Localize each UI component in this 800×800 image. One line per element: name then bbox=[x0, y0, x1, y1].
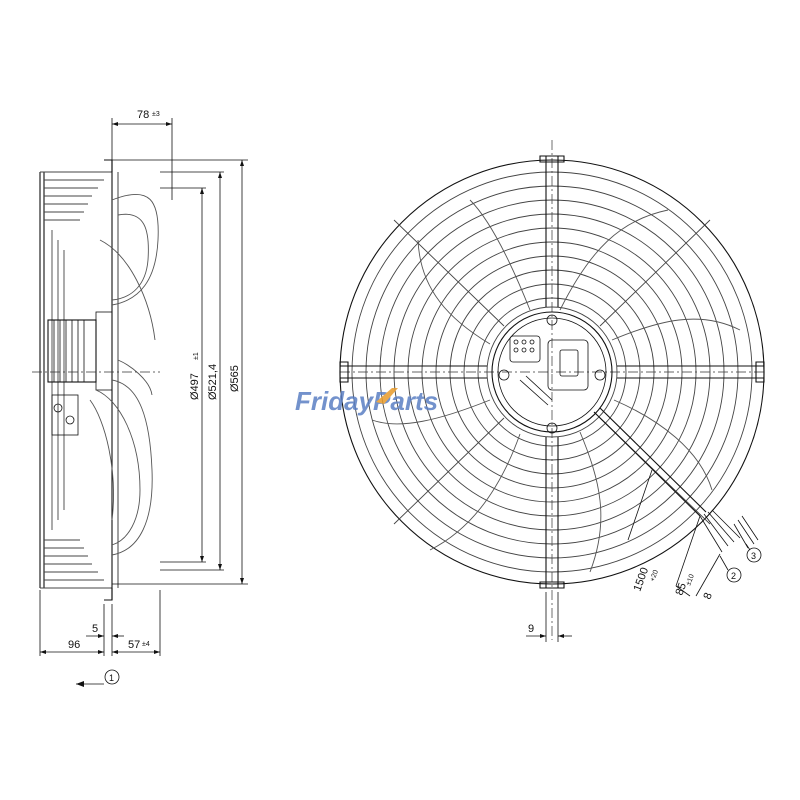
side-guard bbox=[39, 171, 112, 589]
dim-521-label: Ø521,4 bbox=[207, 364, 219, 400]
callout-2-label: 2 bbox=[731, 571, 736, 581]
dim-cable: 1500 +20 85 ±10 8 bbox=[632, 566, 715, 601]
callout-2: 2 bbox=[719, 555, 742, 583]
callout-3-label: 3 bbox=[751, 551, 756, 561]
watermark-part1: Friday bbox=[295, 386, 375, 416]
dim-85-label: 85 bbox=[674, 581, 689, 597]
dim-78-tol: ±3 bbox=[152, 111, 160, 118]
callout-1-label: 1 bbox=[109, 673, 114, 683]
svg-text:FridayParts: FridayParts bbox=[295, 386, 438, 416]
dim-1500-tol: +20 bbox=[649, 569, 660, 583]
dim-57-tol: ±4 bbox=[142, 641, 150, 648]
airflow-callout-1: 1 bbox=[76, 669, 120, 687]
dim-9-label: 9 bbox=[528, 623, 534, 635]
callout-3: 3 bbox=[745, 543, 762, 563]
dim-bottom: 96 5 57 ±4 bbox=[39, 590, 161, 656]
dim-1500-label: 1500 bbox=[632, 566, 652, 593]
dim-96-label: 96 bbox=[68, 639, 80, 651]
watermark-logo: FridayParts bbox=[295, 386, 438, 416]
dim-57-label: 57 bbox=[128, 639, 140, 651]
watermark-accent bbox=[376, 388, 398, 404]
dim-diameters: Ø497 ±1 Ø521,4 Ø565 bbox=[112, 159, 248, 585]
dim-85-tol: ±10 bbox=[685, 573, 696, 586]
front-blades bbox=[371, 199, 741, 573]
dim-565-label: Ø565 bbox=[229, 365, 241, 392]
front-motor-hub bbox=[491, 311, 613, 434]
front-cable bbox=[593, 407, 759, 597]
side-view: 78 ±3 Ø497 ±1 Ø521,4 Ø565 bbox=[32, 109, 248, 687]
side-ring bbox=[104, 159, 119, 601]
front-guard-rings bbox=[339, 159, 765, 585]
dim-78-label: 78 bbox=[137, 109, 149, 121]
front-view: 1500 +20 85 ±10 8 2 3 9 bbox=[339, 140, 766, 642]
dim-8-label: 8 bbox=[702, 591, 715, 601]
dim-497-label: Ø497 bbox=[189, 373, 201, 400]
dim-offset-9: 9 bbox=[526, 592, 572, 642]
side-blades bbox=[89, 194, 159, 556]
dim-top-78: 78 ±3 bbox=[111, 109, 173, 200]
dim-5-label: 5 bbox=[92, 623, 98, 635]
dim-497-tol: ±1 bbox=[193, 352, 200, 360]
